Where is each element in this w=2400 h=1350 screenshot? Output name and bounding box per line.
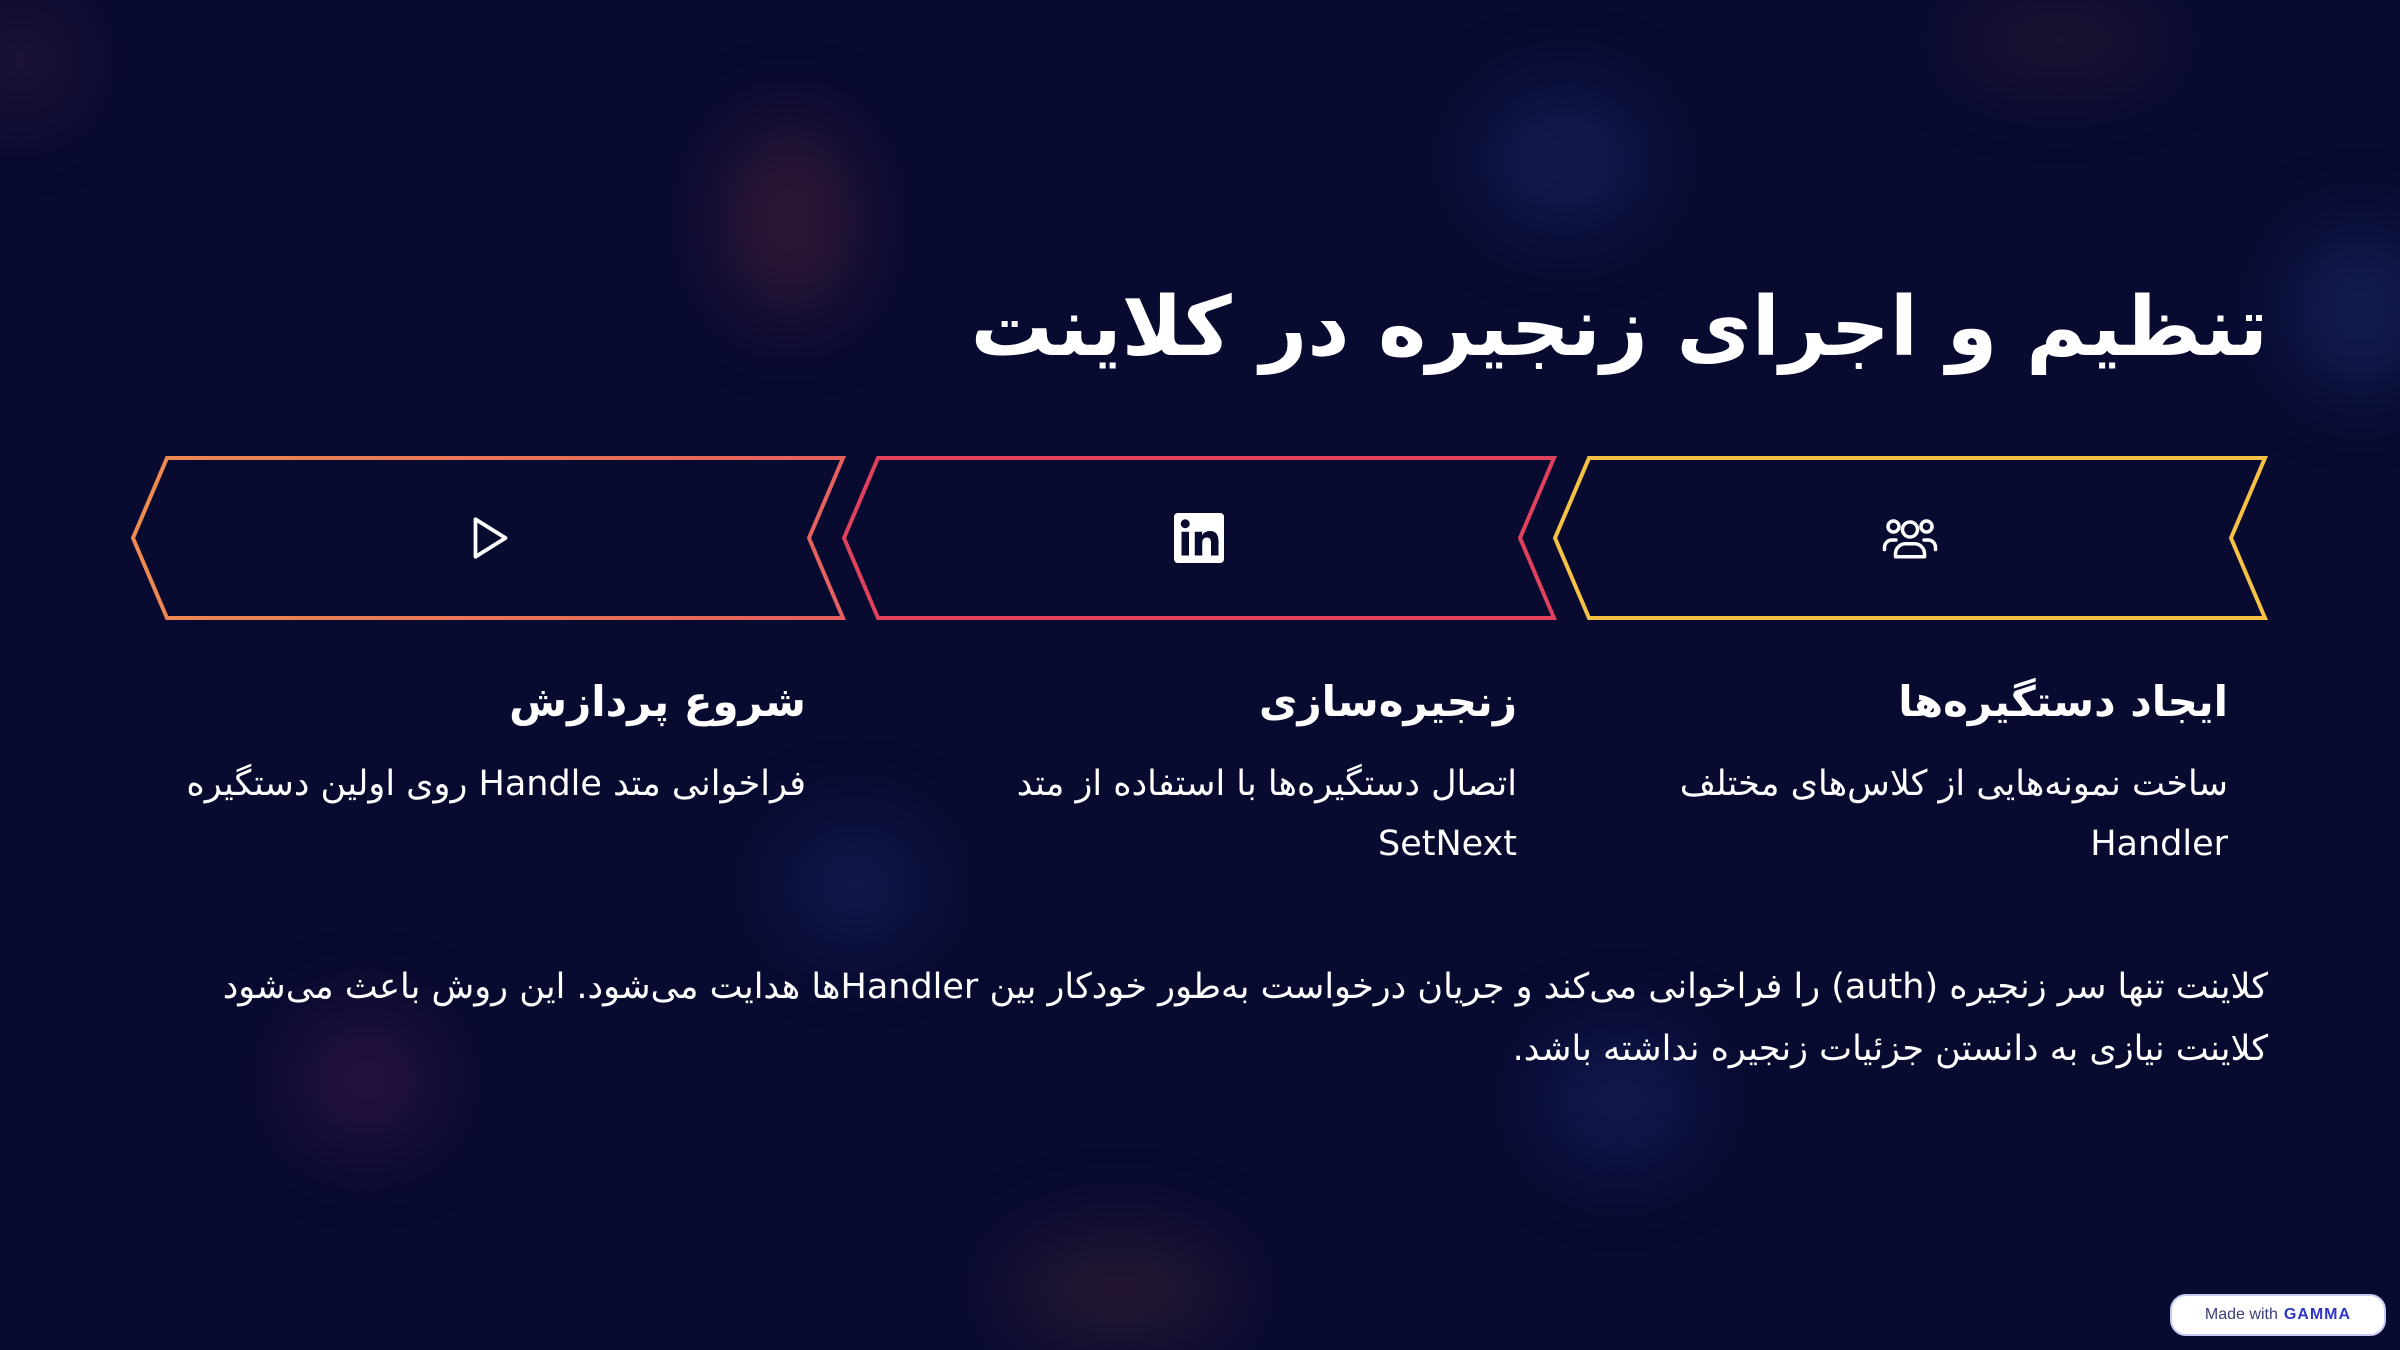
step-text: ایجاد دستگیره‌ها ساخت نمونه‌هایی از کلاس… <box>1588 672 2228 874</box>
chevron-shape <box>130 456 846 620</box>
step-text: زنجیره‌سازی اتصال دستگیره‌ها با استفاده … <box>877 672 1517 874</box>
step-description: فراخوانی متد Handle روی اولین دستگیره <box>186 764 806 804</box>
step-description: ساخت نمونه‌هایی از کلاس‌های مختلف Handle… <box>1679 764 2228 864</box>
step-chevron <box>130 456 846 620</box>
summary-paragraph: کلاینت تنها سر زنجیره (auth) را فراخوانی… <box>222 967 2268 1069</box>
step-chaining: زنجیره‌سازی اتصال دستگیره‌ها با استفاده … <box>841 456 1557 874</box>
step-chevron <box>1552 456 2268 620</box>
play-icon <box>473 517 508 559</box>
chevron-shape <box>1552 456 2268 620</box>
step-title: زنجیره‌سازی <box>1258 677 1517 726</box>
made-with-gamma-badge[interactable]: Made with GAMMA <box>2170 1294 2386 1336</box>
step-chevron <box>841 456 1557 620</box>
step-create-handlers: ایجاد دستگیره‌ها ساخت نمونه‌هایی از کلاس… <box>1552 456 2268 874</box>
step-text: شروع پردازش فراخوانی متد Handle روی اولی… <box>166 672 806 814</box>
chevron-shape <box>841 456 1557 620</box>
step-start-processing: شروع پردازش فراخوانی متد Handle روی اولی… <box>130 456 846 814</box>
step-description: اتصال دستگیره‌ها با استفاده از متد SetNe… <box>1016 764 1517 864</box>
slide-title: تنظیم و اجرای زنجیره در کلاینت <box>970 280 2268 375</box>
step-title: ایجاد دستگیره‌ها <box>1898 677 2228 726</box>
badge-prefix: Made with <box>2204 1306 2278 1323</box>
gamma-logo: GAMMA <box>2283 1306 2352 1323</box>
users-icon <box>1882 519 1938 559</box>
linkedin-icon <box>1174 513 1224 563</box>
step-title: شروع پردازش <box>509 677 806 726</box>
